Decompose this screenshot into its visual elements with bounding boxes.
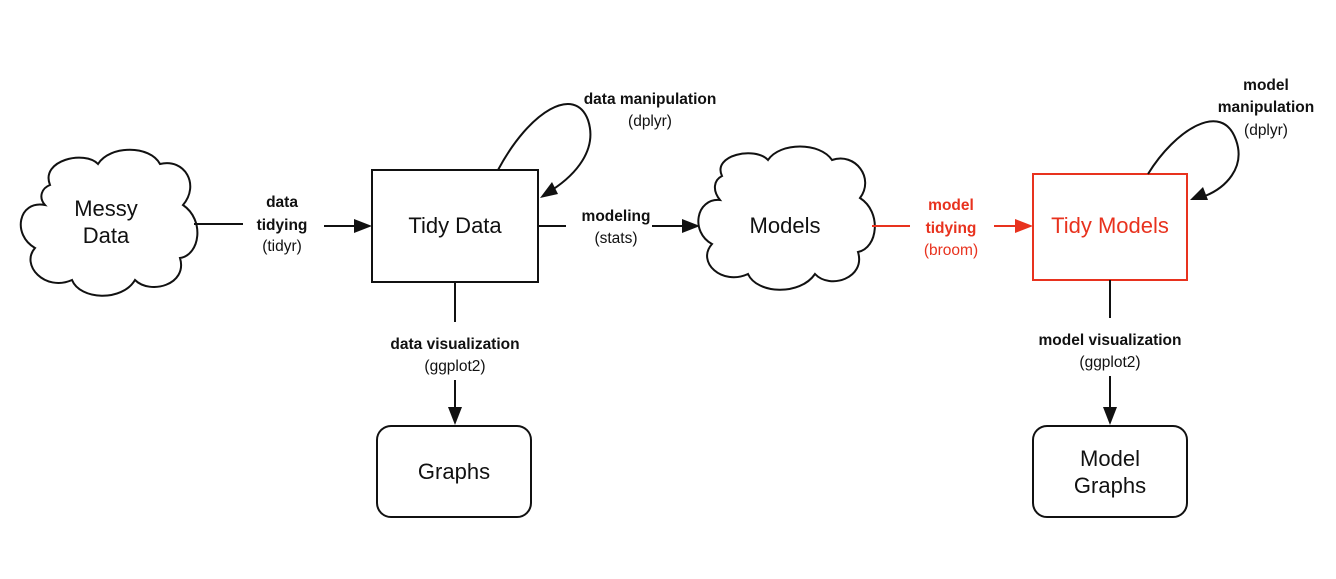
edge-model-manipulation: model manipulation (dplyr)	[1147, 77, 1314, 200]
data-manipulation-label: data manipulation	[584, 91, 717, 108]
model-tidying-label-line1: model	[928, 197, 974, 214]
data-tidying-arrowhead	[354, 219, 372, 233]
model-graphs-label-line2: Graphs	[1074, 473, 1146, 498]
model-visualization-label: model visualization	[1039, 332, 1182, 349]
model-manipulation-label-line2-visible: manipulation	[1218, 99, 1314, 116]
data-manipulation-loop	[497, 103, 592, 191]
edge-data-visualization: data visualization (ggplot2)	[390, 282, 520, 425]
tidy-data-label: Tidy Data	[408, 213, 502, 238]
model-visualization-arrowhead	[1103, 407, 1117, 425]
edge-modeling: modeling (stats)	[538, 208, 700, 247]
graphs-label: Graphs	[418, 459, 490, 484]
tidy-data-box	[371, 169, 539, 283]
modeling-label: modeling	[582, 208, 651, 225]
edge-data-manipulation: data manipulation (dplyr)	[497, 91, 717, 198]
data-tidying-label-line1: data	[266, 194, 298, 211]
data-visualization-arrowhead	[448, 407, 462, 425]
modeling-arrowhead	[682, 219, 700, 233]
models-node: Models	[697, 145, 876, 291]
data-visualization-tool: (ggplot2)	[424, 358, 485, 375]
model-tidying-label-line2: tidying	[926, 220, 977, 237]
model-tidying-tool: (broom)	[924, 242, 978, 259]
messy-data-node: Messy Data	[19, 148, 199, 297]
edge-model-tidying: model tidying (broom)	[872, 197, 1033, 259]
data-tidying-label-line2: tidying	[257, 217, 308, 234]
data-manipulation-tool: (dplyr)	[628, 113, 672, 130]
tidy-models-label: Tidy Models	[1051, 213, 1169, 238]
model-manipulation-loop	[1147, 120, 1240, 197]
messy-data-label-line1: Messy	[74, 196, 138, 221]
data-manipulation-arrowhead	[540, 182, 558, 198]
edge-data-tidying: data tidying (tidyr)	[194, 194, 372, 255]
model-manipulation-arrowhead	[1190, 187, 1208, 200]
models-cloud-shape	[697, 145, 876, 291]
modeling-tool: (stats)	[594, 230, 637, 247]
tidy-models-box	[1032, 173, 1188, 281]
model-visualization-tool: (ggplot2)	[1079, 354, 1140, 371]
data-tidying-tool: (tidyr)	[262, 238, 302, 255]
model-tidying-arrowhead	[1015, 219, 1033, 233]
messy-data-label-line2: Data	[83, 223, 130, 248]
model-graphs-box	[1032, 425, 1188, 518]
graphs-node: Graphs	[376, 425, 532, 518]
tidy-models-node: Tidy Models	[1032, 173, 1188, 281]
messy-data-cloud-shape	[19, 148, 199, 297]
models-label: Models	[750, 213, 821, 238]
model-graphs-node: Model Graphs	[1032, 425, 1188, 518]
model-graphs-label-line1: Model	[1080, 446, 1140, 471]
edge-model-visualization: model visualization (ggplot2)	[1039, 280, 1182, 425]
tidy-data-node: Tidy Data	[371, 169, 539, 283]
graphs-box	[376, 425, 532, 518]
data-visualization-label: data visualization	[390, 336, 519, 353]
model-manipulation-tool: (dplyr)	[1244, 122, 1288, 139]
model-manipulation-label-line1: model	[1243, 77, 1289, 94]
